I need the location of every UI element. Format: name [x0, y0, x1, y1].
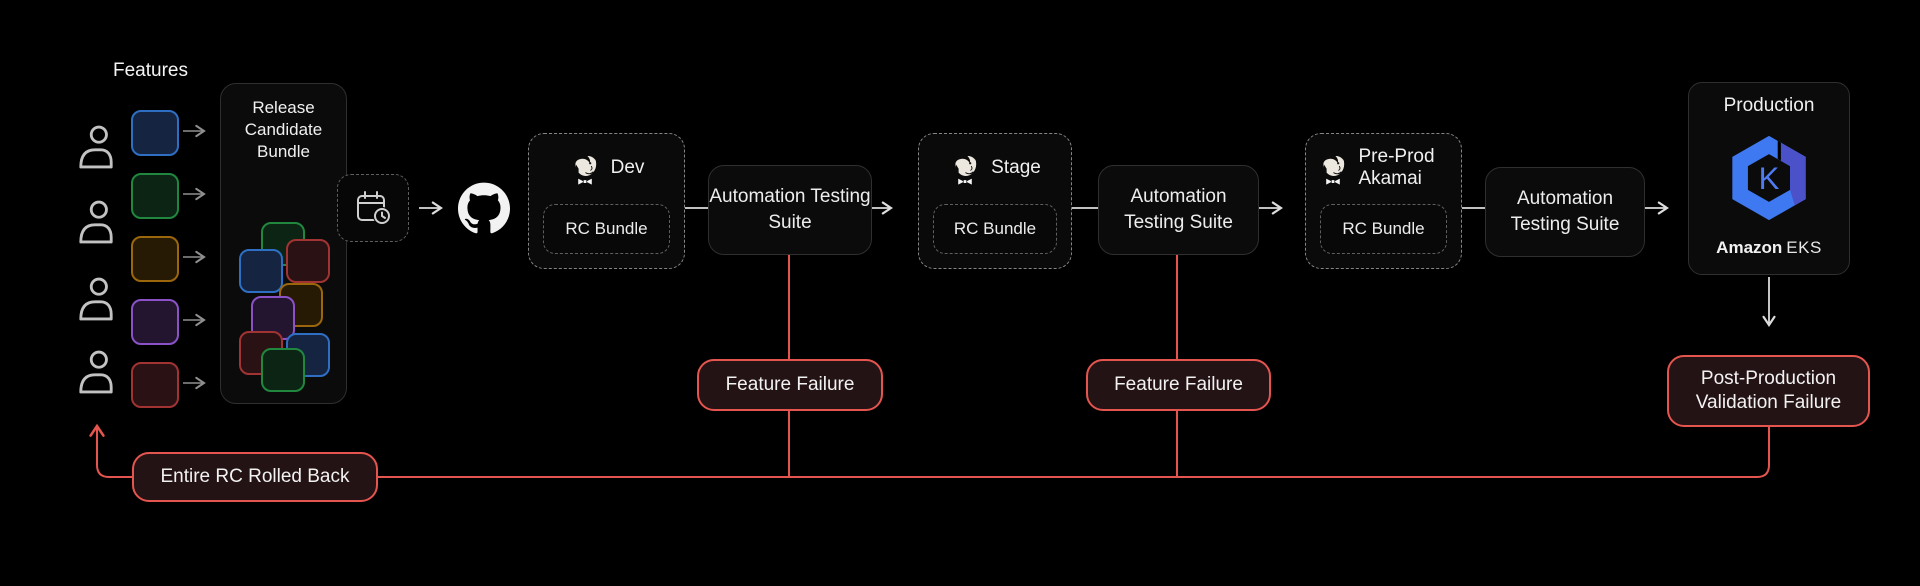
user-icon [79, 200, 113, 244]
features-label: Features [113, 60, 188, 81]
production-box: Production K Amazon EKS [1688, 82, 1850, 275]
automation-testing-box-2: Automation Testing Suite [1098, 165, 1259, 255]
feature-square-amber [131, 236, 179, 282]
feature-square-blue [131, 110, 179, 156]
jenkins-icon [574, 150, 596, 186]
bundle-square-blue [239, 249, 283, 293]
env-box-dev: Dev RC Bundle [528, 133, 685, 269]
user-icon [79, 125, 113, 169]
env-name: Dev [610, 157, 645, 178]
feature-failure-label: Feature Failure [1114, 374, 1243, 396]
feature-square-red [131, 362, 179, 408]
post-production-failure-box: Post-Production Validation Failure [1667, 355, 1870, 427]
feature-square-purple [131, 299, 179, 345]
feature-failure-label: Feature Failure [725, 374, 855, 396]
env-box-stage: Stage RC Bundle [918, 133, 1072, 269]
automation-testing-label: Automation Testing Suite [1124, 186, 1233, 233]
bundle-title: Release Candidate Bundle [244, 98, 323, 162]
feature-failure-box-2: Feature Failure [1086, 359, 1271, 411]
bundle-square-red [286, 239, 330, 283]
platform-name-rest: EKS [1786, 238, 1822, 257]
rc-bundle-inner-box: RC Bundle [543, 204, 670, 254]
release-candidate-bundle-box: Release Candidate Bundle [220, 83, 347, 404]
platform-name-bold: Amazon [1716, 238, 1783, 257]
rc-bundle-label: RC Bundle [953, 219, 1037, 238]
bundle-square-green-2 [261, 348, 305, 392]
amazon-eks-icon: K [1732, 135, 1806, 220]
automation-testing-box-3: Automation Testing Suite [1485, 167, 1645, 257]
post-production-failure-label: Post-Production Validation Failure [1695, 368, 1842, 413]
feature-square-green [131, 173, 179, 219]
user-icon [79, 277, 113, 321]
rc-bundle-label: RC Bundle [1342, 219, 1425, 238]
amazon-eks-label: Amazon EKS [1716, 238, 1822, 258]
github-icon [458, 182, 510, 234]
feature-failure-box-1: Feature Failure [697, 359, 883, 411]
rc-bundle-label: RC Bundle [565, 219, 648, 238]
env-name: Pre-Prod Akamai [1358, 146, 1435, 189]
release-schedule-box [337, 174, 409, 242]
calendar-clock-icon [357, 191, 391, 225]
eks-logo-letter: K [1759, 161, 1780, 196]
env-box-preprod: Pre-Prod Akamai RC Bundle [1305, 133, 1462, 269]
user-icon [79, 350, 113, 394]
automation-testing-box-1: Automation Testing Suite [708, 165, 872, 255]
rc-bundle-inner-box: RC Bundle [1320, 204, 1447, 254]
automation-testing-label: Automation Testing Suite [1510, 188, 1620, 235]
automation-testing-label: Automation Testing Suite [709, 186, 871, 233]
jenkins-icon [955, 150, 977, 186]
env-name: Stage [991, 157, 1041, 178]
production-title: Production [1723, 95, 1815, 116]
rollback-return-line [89, 423, 1770, 478]
jenkins-icon [1322, 150, 1344, 186]
rollback-box: Entire RC Rolled Back [132, 452, 378, 502]
rc-bundle-inner-box: RC Bundle [933, 204, 1057, 254]
rollback-label: Entire RC Rolled Back [160, 466, 350, 488]
